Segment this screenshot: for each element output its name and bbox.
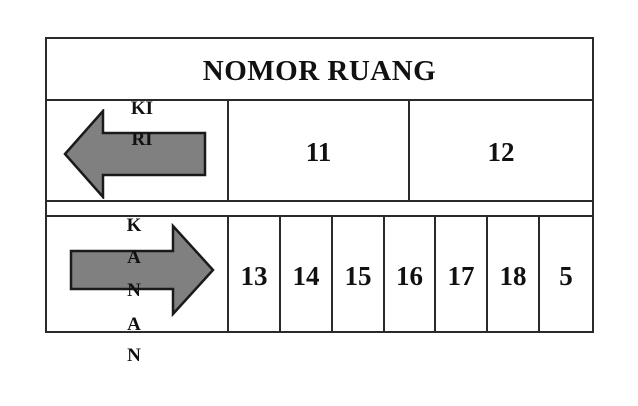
divider [538, 217, 540, 331]
room-number-sign: NOMOR RUANG KI RI 11 12 13 14 15 16 17 1… [45, 37, 594, 366]
room-number: 15 [344, 261, 372, 291]
divider [408, 101, 410, 200]
left-rooms-row: KI RI 11 12 [45, 98, 594, 202]
room-number: 12 [487, 137, 515, 167]
right-label-letter: A [127, 314, 141, 335]
room-number: 17 [447, 261, 475, 291]
room-number: 16 [396, 261, 423, 291]
right-label-letter: N [127, 345, 141, 366]
room-number: 14 [292, 261, 320, 291]
arrow-left-icon [63, 109, 207, 199]
divider [227, 101, 229, 200]
divider [279, 217, 281, 331]
arrow-right-icon [69, 223, 215, 317]
right-rooms-row: 13 14 15 16 17 18 5 [45, 215, 594, 333]
left-label-line1: KI [130, 98, 154, 119]
right-label-letter: N [127, 280, 141, 301]
sign-title: NOMOR RUANG [202, 55, 437, 87]
divider [486, 217, 488, 331]
divider [331, 217, 333, 331]
right-label-letter: K [126, 215, 142, 236]
divider [227, 217, 229, 331]
right-label-letter: A [127, 247, 141, 268]
row-separator [45, 202, 594, 215]
divider [383, 217, 385, 331]
room-number: 5 [559, 261, 573, 291]
room-number: 13 [240, 261, 268, 291]
room-number: 18 [499, 261, 527, 291]
room-number: 11 [305, 137, 332, 167]
divider [434, 217, 436, 331]
title-row: NOMOR RUANG [45, 37, 594, 101]
left-label-line2: RI [131, 129, 153, 150]
